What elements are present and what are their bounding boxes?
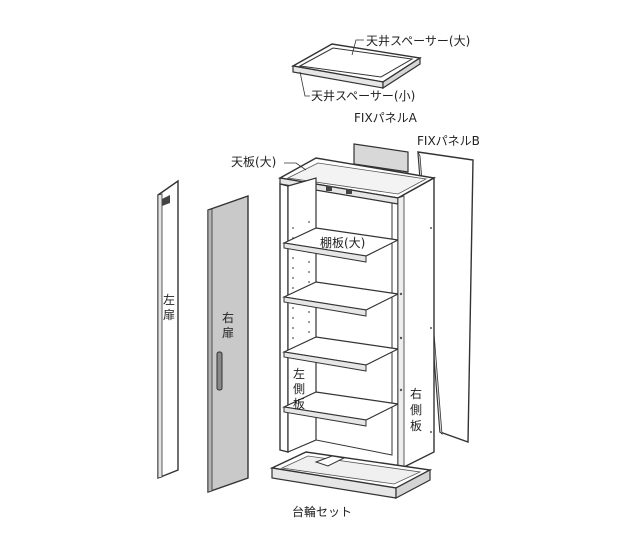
label-right-side-3: 板 [410,419,422,433]
label-right-side-2: 側 [410,403,422,417]
label-right-door-1: 右 [222,310,234,325]
label-left-side-1: 左 [293,366,305,381]
label-base-set: 台輪セット [292,504,352,519]
leader-ceiling-large [351,39,364,56]
label-fix-panel-b: FIXパネルB [417,134,480,148]
ceiling-spacer [290,43,422,90]
label-left-door-2: 扉 [163,308,175,322]
left-door [157,179,179,480]
label-fix-panel-a: FIXパネルA [354,111,418,125]
label-ceiling-spacer-small: 天井スペーサー(小) [311,89,415,103]
leader-ceiling-small [299,71,310,97]
label-ceiling-spacer-large: 天井スペーサー(大) [366,34,470,48]
label-left-side-2: 側 [293,382,305,396]
label-right-door-2: 扉 [222,326,234,340]
label-top-board-large: 天板(大) [231,155,276,169]
label-right-side-1: 右 [410,386,422,401]
door-handle [216,351,223,391]
leader-top-board [284,162,307,171]
cabinet-body [277,157,437,472]
label-left-door-1: 左 [163,292,175,307]
base-set [269,451,433,499]
label-shelf-board-large: 棚板(大) [320,235,365,250]
label-left-side-3: 板 [293,397,305,411]
fix-panel-a [353,143,409,173]
right-door [207,195,249,493]
